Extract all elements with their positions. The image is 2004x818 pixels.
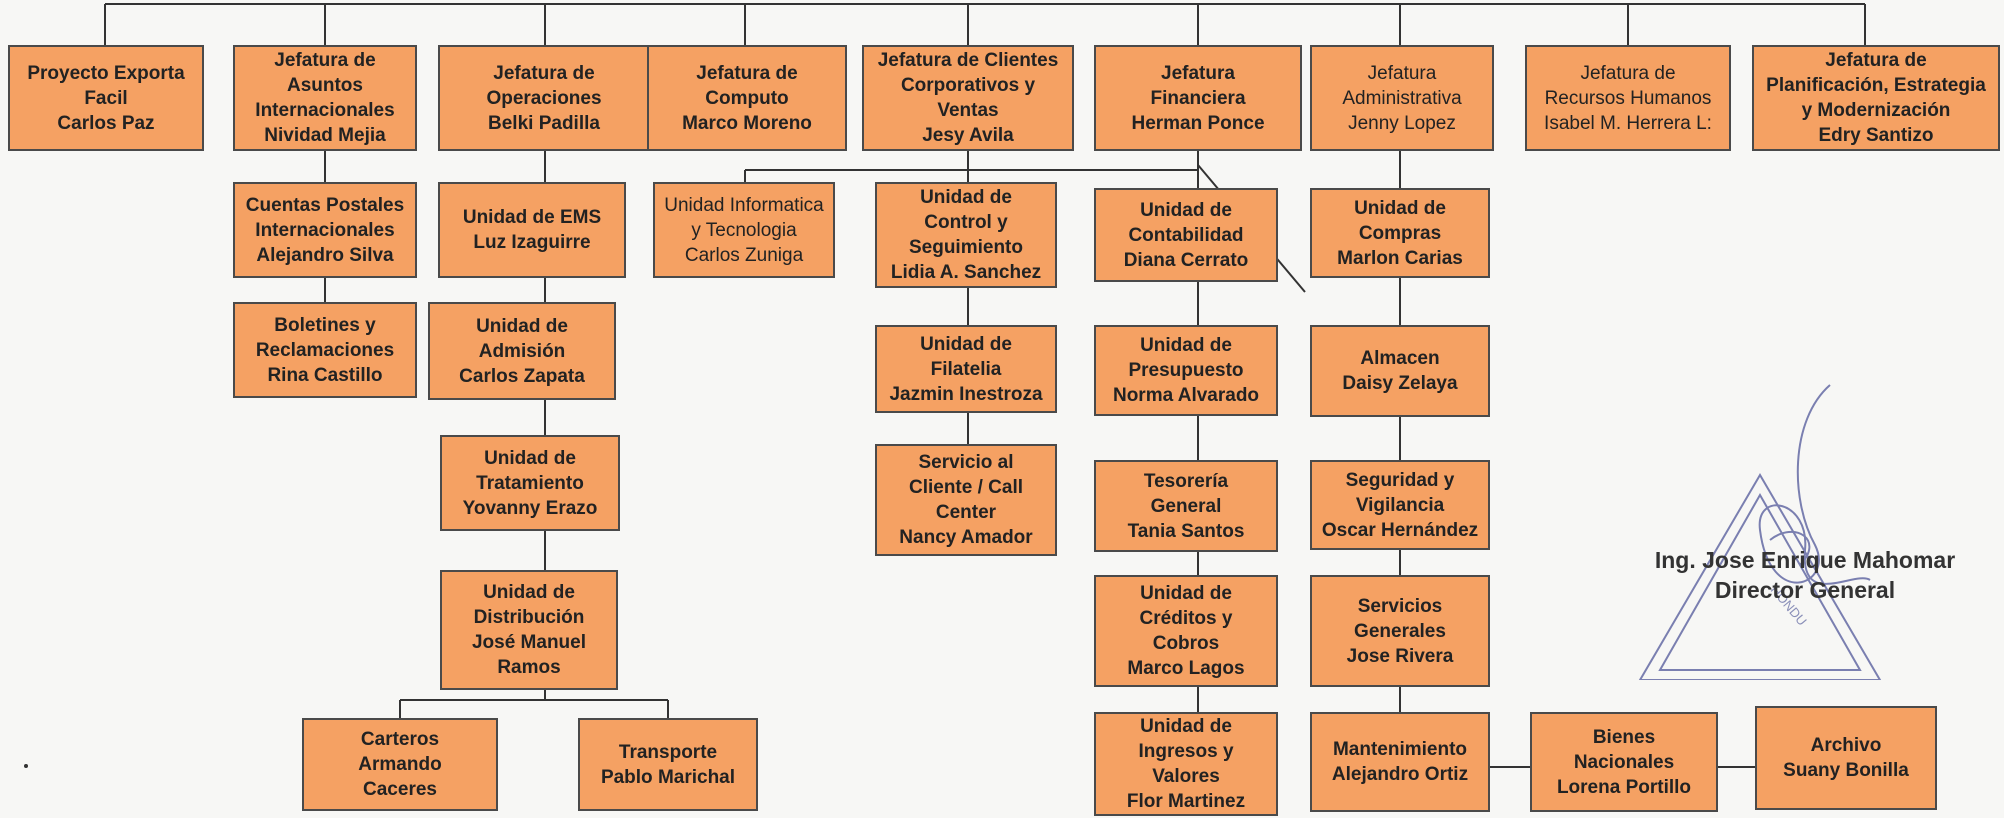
box-archivo: Archivo Suany Bonilla <box>1755 706 1937 810</box>
box-jefatura-planificacion: Jefatura de Planificación, Estrategia y … <box>1752 45 2000 151</box>
box-label: Jefatura de Operaciones Belki Padilla <box>486 62 602 134</box>
box-jefatura-operaciones: Jefatura de Operaciones Belki Padilla <box>438 45 650 151</box>
box-label: Unidad de Distribución José Manuel Ramos <box>471 582 587 678</box>
box-jefatura-recursos-humanos: Jefatura de Recursos Humanos Isabel M. H… <box>1525 45 1731 151</box>
box-label: Boletines y Reclamaciones Rina Castillo <box>255 314 395 386</box>
box-label: Jefatura de Clientes Corporativos y Vent… <box>877 50 1059 146</box>
box-jefatura-asuntos-internacionales: Jefatura de Asuntos Internacionales Nivi… <box>233 45 417 151</box>
box-unidad-tratamiento: Unidad de Tratamiento Yovanny Erazo <box>440 435 620 531</box>
box-jefatura-computo: Jefatura de Computo Marco Moreno <box>647 45 847 151</box>
box-label: Transporte Pablo Marichal <box>600 741 736 788</box>
box-compras: Unidad de Compras Marlon Carias <box>1310 188 1490 278</box>
box-label: Archivo Suany Bonilla <box>1783 735 1909 781</box>
box-label: Jefatura Financiera Herman Ponce <box>1131 62 1265 134</box>
ink-dot <box>24 764 28 768</box>
box-unidad-informatica: Unidad Informatica y Tecnologia Carlos Z… <box>653 182 835 278</box>
box-proyecto-exporta: Proyecto Exporta Facil Carlos Paz <box>8 45 204 151</box>
box-label: Cuentas Postales Internacionales Alejand… <box>245 194 405 266</box>
box-label: Bienes Nacionales Lorena Portillo <box>1556 726 1692 798</box>
box-jefatura-clientes: Jefatura de Clientes Corporativos y Vent… <box>862 45 1074 151</box>
box-label: Unidad de Tratamiento Yovanny Erazo <box>462 447 598 519</box>
director-title: Director General <box>1714 577 1896 603</box>
box-control-seguimiento: Unidad de Control y Seguimiento Lidia A.… <box>875 182 1057 288</box>
box-seguridad-vigilancia: Seguridad y Vigilancia Oscar Hernández <box>1310 460 1490 550</box>
box-ingresos-valores: Unidad de Ingresos y Valores Flor Martin… <box>1094 712 1278 816</box>
box-unidad-admision: Unidad de Admisión Carlos Zapata <box>428 302 616 400</box>
box-label: Unidad de Filatelia Jazmin Inestroza <box>889 333 1043 405</box>
box-jefatura-financiera: Jefatura Financiera Herman Ponce <box>1094 45 1302 151</box>
box-tesoreria: Tesorería General Tania Santos <box>1094 460 1278 552</box>
box-label: Unidad de Admisión Carlos Zapata <box>459 315 585 387</box>
box-bienes-nacionales: Bienes Nacionales Lorena Portillo <box>1530 712 1718 812</box>
director-name: Ing. Jose Enrique Mahomar <box>1654 547 1956 573</box>
box-label: Unidad de Presupuesto Norma Alvarado <box>1112 335 1260 406</box>
box-servicios-generales: Servicios Generales Jose Rivera <box>1310 575 1490 687</box>
box-unidad-distribucion: Unidad de Distribución José Manuel Ramos <box>440 570 618 690</box>
box-label: Almacen Daisy Zelaya <box>1342 348 1458 394</box>
box-label: Servicios Generales Jose Rivera <box>1346 595 1454 667</box>
box-label: Unidad de EMS Luz Izaguirre <box>462 207 602 253</box>
box-presupuesto: Unidad de Presupuesto Norma Alvarado <box>1094 325 1278 416</box>
box-filatelia: Unidad de Filatelia Jazmin Inestroza <box>875 325 1057 413</box>
box-jefatura-administrativa: Jefatura Administrativa Jenny Lopez <box>1310 45 1494 151</box>
box-label: Unidad de Control y Seguimiento Lidia A.… <box>890 187 1042 283</box>
box-label: Unidad de Créditos y Cobros Marco Lagos <box>1127 583 1245 679</box>
box-creditos-cobros: Unidad de Créditos y Cobros Marco Lagos <box>1094 575 1278 687</box>
box-label: Unidad Informatica y Tecnologia Carlos Z… <box>664 194 824 266</box>
box-label: Proyecto Exporta Facil Carlos Paz <box>27 62 185 134</box>
box-label: Unidad de Compras Marlon Carias <box>1337 197 1463 269</box>
box-label: Seguridad y Vigilancia Oscar Hernández <box>1321 469 1479 541</box>
box-almacen: Almacen Daisy Zelaya <box>1310 325 1490 417</box>
box-label: Jefatura Administrativa Jenny Lopez <box>1342 62 1462 134</box>
box-carteros: Carteros Armando Caceres <box>302 718 498 811</box>
box-unidad-ems: Unidad de EMS Luz Izaguirre <box>438 182 626 278</box>
box-label: Jefatura de Planificación, Estrategia y … <box>1766 50 1986 146</box>
box-label: Jefatura de Recursos Humanos Isabel M. H… <box>1544 62 1712 134</box>
box-contabilidad: Unidad de Contabilidad Diana Cerrato <box>1094 188 1278 282</box>
box-boletines-reclamaciones: Boletines y Reclamaciones Rina Castillo <box>233 302 417 398</box>
box-label: Unidad de Ingresos y Valores Flor Martin… <box>1126 716 1246 812</box>
box-label: Unidad de Contabilidad Diana Cerrato <box>1123 199 1249 271</box>
box-transporte: Transporte Pablo Marichal <box>578 718 758 811</box>
box-label: Tesorería General Tania Santos <box>1127 470 1245 542</box>
box-mantenimiento: Mantenimiento Alejandro Ortiz <box>1310 712 1490 812</box>
box-label: Jefatura de Computo Marco Moreno <box>682 62 812 134</box>
box-cuentas-postales: Cuentas Postales Internacionales Alejand… <box>233 182 417 278</box>
box-servicio-cliente: Servicio al Cliente / Call Center Nancy … <box>875 444 1057 556</box>
box-label: Jefatura de Asuntos Internacionales Nivi… <box>255 50 395 146</box>
box-label: Carteros Armando Caceres <box>358 729 442 800</box>
signature-stamp-icon: HONDU <box>1638 384 1882 680</box>
box-label: Servicio al Cliente / Call Center Nancy … <box>899 452 1033 548</box>
box-label: Mantenimiento Alejandro Ortiz <box>1331 739 1469 785</box>
